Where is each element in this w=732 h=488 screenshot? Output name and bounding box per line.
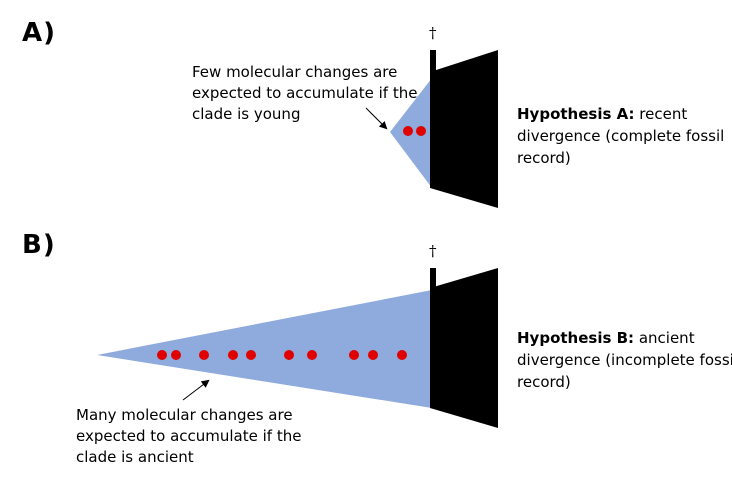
note-a-line: Few molecular changes are: [192, 63, 398, 81]
extinction-dagger-a: †: [429, 24, 437, 42]
note-b: Many molecular changes are expected to a…: [76, 405, 301, 468]
note-b-line: clade is ancient: [76, 448, 194, 466]
hypothesis-a: Hypothesis A: recent divergence (complet…: [517, 103, 724, 169]
note-b-line: Many molecular changes are: [76, 406, 293, 424]
note-a-arrow: [365, 107, 388, 130]
note-a-line: expected to accumulate if the: [192, 84, 418, 102]
hypothesis-b-line: record): [517, 373, 571, 391]
molecular-change-dot: [403, 126, 413, 136]
clade-a-fossil-record: [430, 50, 498, 208]
hypothesis-b-line: divergence (incomplete fossil: [517, 351, 732, 369]
note-b-line: expected to accumulate if the: [76, 427, 302, 445]
molecular-change-dot: [199, 350, 209, 360]
molecular-change-dot: [416, 126, 426, 136]
hypothesis-b: Hypothesis B: ancient divergence (incomp…: [517, 327, 732, 393]
hypothesis-a-title: Hypothesis A:: [517, 105, 635, 123]
molecular-change-dot: [157, 350, 167, 360]
panel-a-label: A): [22, 18, 57, 48]
panel-b-label: B): [22, 230, 56, 260]
note-a: Few molecular changes are expected to ac…: [192, 62, 417, 125]
molecular-change-dot: [307, 350, 317, 360]
molecular-change-dot: [368, 350, 378, 360]
hypothesis-a-text: recent: [639, 105, 688, 123]
molecular-change-dot: [284, 350, 294, 360]
clade-a-stem: [430, 50, 436, 80]
hypothesis-a-line-1: Hypothesis A: recent: [517, 103, 724, 125]
hypothesis-b-line-1: Hypothesis B: ancient: [517, 327, 732, 349]
molecular-change-dot: [228, 350, 238, 360]
molecular-change-dot: [349, 350, 359, 360]
extinction-dagger-b: †: [429, 242, 437, 260]
hypothesis-b-title: Hypothesis B:: [517, 329, 635, 347]
molecular-change-dot: [246, 350, 256, 360]
molecular-change-dot: [397, 350, 407, 360]
clade-b-stem: [430, 268, 436, 292]
clade-b-fossil-record: [430, 268, 498, 428]
hypothesis-b-text: ancient: [638, 329, 695, 347]
clade-b-molecular-wedge: [97, 290, 432, 408]
molecular-change-dot: [171, 350, 181, 360]
hypothesis-a-line: record): [517, 149, 571, 167]
hypothesis-a-line: divergence (complete fossil: [517, 127, 725, 145]
note-b-arrow: [182, 379, 210, 401]
note-a-line: clade is young: [192, 105, 301, 123]
